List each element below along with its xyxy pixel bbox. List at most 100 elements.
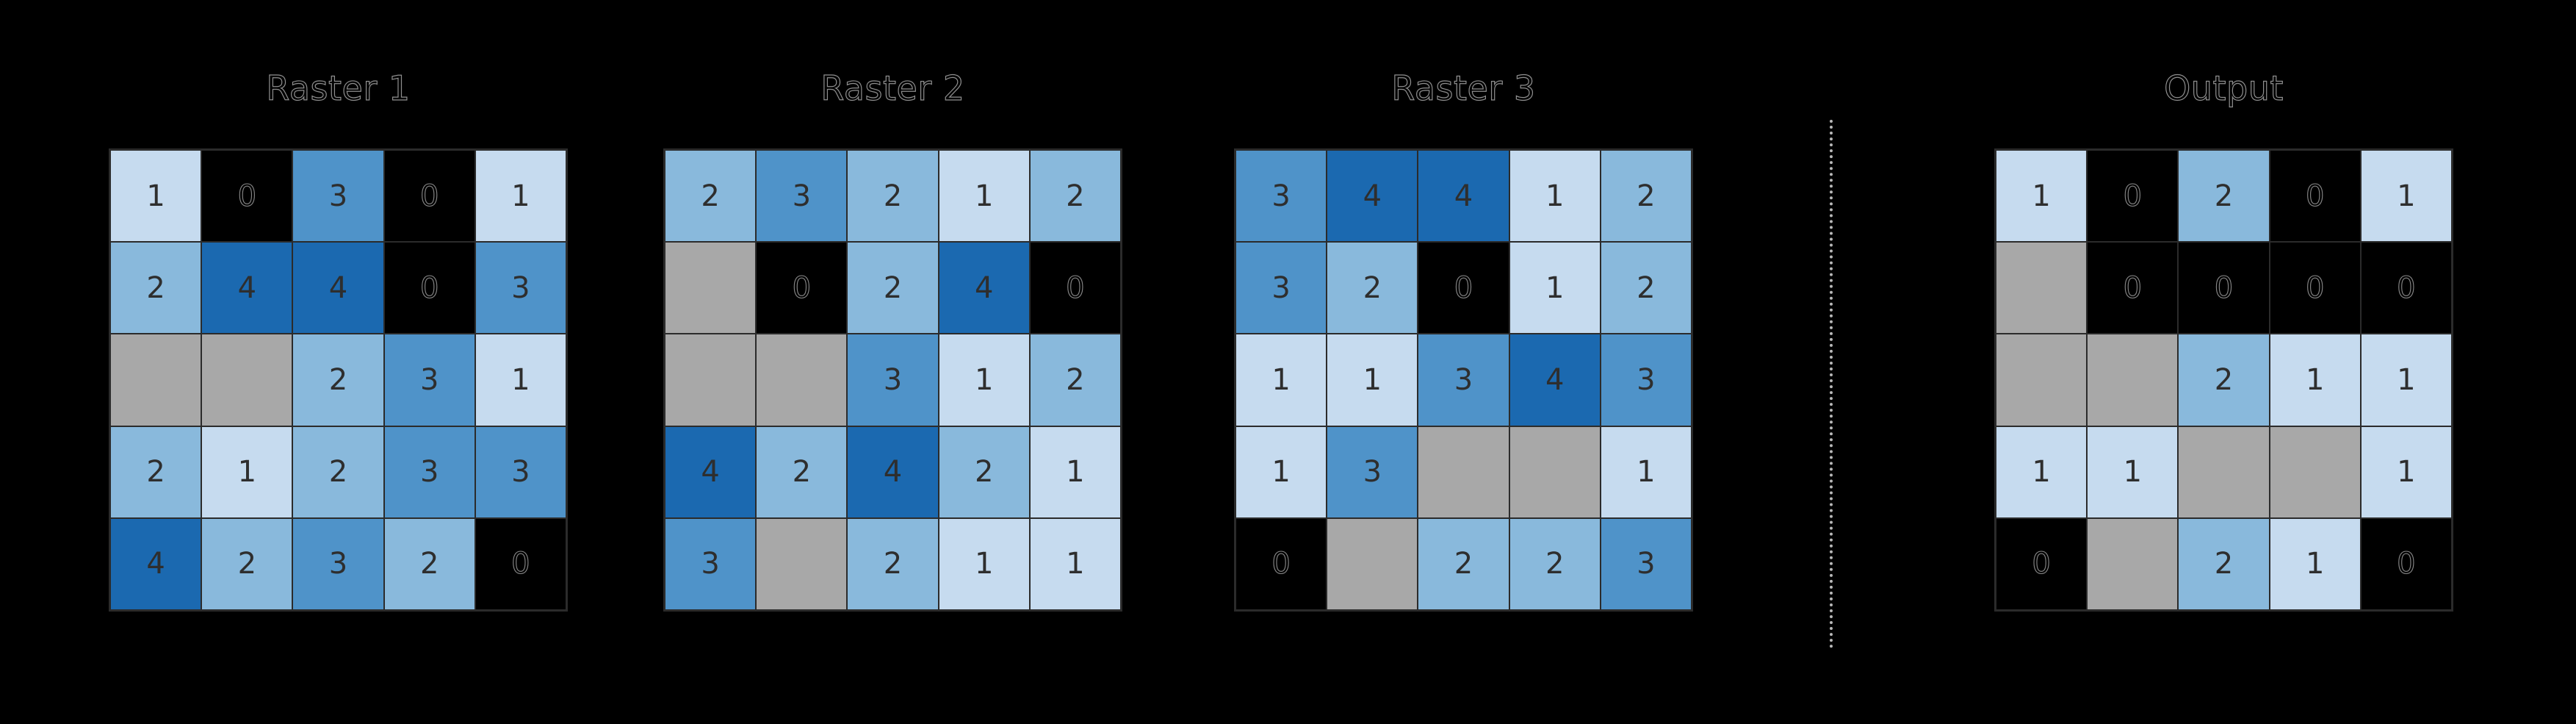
- raster-cell: 1: [1509, 243, 1600, 334]
- raster-cell: 2: [848, 518, 938, 609]
- raster-cell: 2: [2179, 518, 2269, 609]
- raster-cell: 0: [2270, 151, 2360, 242]
- panel-title-raster-2: Raster 2: [820, 68, 965, 108]
- raster-cell: 1: [111, 151, 201, 242]
- raster-cell: 3: [757, 151, 847, 242]
- raster-cell: 2: [1030, 151, 1120, 242]
- raster-cell: [2179, 426, 2269, 517]
- raster-cell: 4: [202, 243, 292, 334]
- raster-cell: 0: [2088, 151, 2178, 242]
- raster-cell: 1: [202, 426, 292, 517]
- raster-cell: [757, 518, 847, 609]
- raster-cell: [1509, 426, 1600, 517]
- raster-cell: 3: [1236, 243, 1327, 334]
- raster-cell: [2088, 518, 2178, 609]
- panel-title-raster-1: Raster 1: [266, 68, 411, 108]
- raster-cell: [111, 334, 201, 426]
- raster-cell: [2088, 334, 2178, 426]
- raster-cell: 2: [848, 243, 938, 334]
- raster-cell: 2: [1601, 151, 1691, 242]
- raster-cell: 0: [1236, 518, 1327, 609]
- raster-cell: 2: [293, 334, 383, 426]
- raster-cell: 1: [2270, 334, 2360, 426]
- raster-cell: 0: [1996, 518, 2087, 609]
- raster-cell: [665, 243, 756, 334]
- raster-cell: 4: [1327, 151, 1418, 242]
- raster-cell: [1327, 518, 1418, 609]
- raster-cell: 2: [665, 151, 756, 242]
- raster-cell: 1: [1236, 426, 1327, 517]
- raster-cell: 2: [1509, 518, 1600, 609]
- raster-cell: 3: [1236, 151, 1327, 242]
- raster-cell: 2: [757, 426, 847, 517]
- raster-cell: 3: [475, 426, 566, 517]
- raster-cell: 0: [475, 518, 566, 609]
- raster-cell: [1996, 243, 2087, 334]
- raster-cell: 0: [2270, 243, 2360, 334]
- raster-cell: [2270, 426, 2360, 517]
- raster-cell: 4: [665, 426, 756, 517]
- raster-cell: 0: [384, 151, 475, 242]
- raster-cell: 0: [2088, 243, 2178, 334]
- raster-cell: 1: [939, 518, 1029, 609]
- raster-cell: 1: [475, 151, 566, 242]
- raster-cell: 1: [939, 151, 1029, 242]
- raster-cell: 3: [293, 151, 383, 242]
- raster-cell: 0: [384, 243, 475, 334]
- raster-cell: 2: [848, 151, 938, 242]
- raster-cell: 2: [111, 426, 201, 517]
- panel-title-output: Output: [2163, 68, 2284, 108]
- raster-cell: 2: [1030, 334, 1120, 426]
- raster-cell: 2: [111, 243, 201, 334]
- raster-cell: 1: [2361, 334, 2451, 426]
- raster-cell: 0: [2361, 518, 2451, 609]
- raster-cell: 4: [848, 426, 938, 517]
- raster-cell: 1: [1509, 151, 1600, 242]
- raster-cell: 2: [1418, 518, 1509, 609]
- raster-cell: 0: [2179, 243, 2269, 334]
- raster-cell: 2: [1327, 243, 1418, 334]
- raster-cell: 3: [384, 334, 475, 426]
- raster-cell: 2: [293, 426, 383, 517]
- raster-cell: 2: [1601, 243, 1691, 334]
- raster-cell: 1: [475, 334, 566, 426]
- raster-cell: 1: [2088, 426, 2178, 517]
- raster-cell: 4: [1418, 151, 1509, 242]
- raster-cell: [757, 334, 847, 426]
- raster-cell: 2: [384, 518, 475, 609]
- raster-cell: 4: [111, 518, 201, 609]
- raster-cell: 3: [293, 518, 383, 609]
- raster-cell: 3: [665, 518, 756, 609]
- raster-cell: 1: [1327, 334, 1418, 426]
- raster-cell: 3: [384, 426, 475, 517]
- raster-cell: 1: [1030, 518, 1120, 609]
- section-divider: [1830, 120, 1833, 648]
- raster-cell: 2: [202, 518, 292, 609]
- raster-cell: 1: [2270, 518, 2360, 609]
- raster-cell: 3: [1601, 518, 1691, 609]
- raster-cell: 1: [2361, 426, 2451, 517]
- raster-cell: 1: [1996, 151, 2087, 242]
- raster-cell: 4: [939, 243, 1029, 334]
- raster-cell: 1: [939, 334, 1029, 426]
- raster-cell: 3: [848, 334, 938, 426]
- raster-cell: [202, 334, 292, 426]
- raster-cell: 2: [939, 426, 1029, 517]
- raster-cell: 0: [1030, 243, 1120, 334]
- raster-cell: 0: [2361, 243, 2451, 334]
- raster-cell: 3: [1601, 334, 1691, 426]
- raster-cell: 0: [1418, 243, 1509, 334]
- raster-cell: [1418, 426, 1509, 517]
- raster-cell: 0: [757, 243, 847, 334]
- raster-cell: 1: [1236, 334, 1327, 426]
- raster-cell: 3: [1327, 426, 1418, 517]
- raster-cell: 1: [2361, 151, 2451, 242]
- raster-cell: 3: [475, 243, 566, 334]
- raster-cell: 2: [2179, 334, 2269, 426]
- raster-cell: 1: [1030, 426, 1120, 517]
